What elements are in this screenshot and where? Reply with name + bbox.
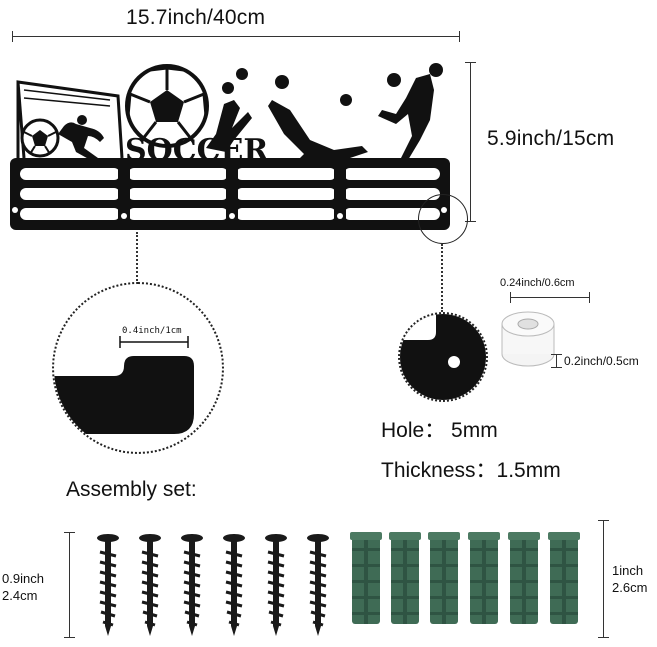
screw-2 [137,532,163,638]
anchor-length-inch: 1inch [612,563,644,578]
spacer-height-dimension [551,354,562,368]
bicycle-kick-player-silhouette [206,100,252,152]
assembly-set-title: Assembly set: [66,478,197,501]
hole-spec: Hole： 5mm [381,419,498,442]
anchor-6 [548,532,580,624]
height-dimension-line [465,62,476,222]
anchor-3 [428,532,460,624]
screw-5 [263,532,289,638]
spacer-width-dimension [510,292,590,303]
screw-length-dimension [64,532,75,638]
width-dimension-line [12,31,460,42]
small-ball-icon [20,118,60,158]
screw-length-label: 0.9inch 2.4cm [2,570,44,604]
hole-detail [400,314,486,400]
screw-length-cm: 2.4cm [2,588,38,603]
anchor-4 [468,532,500,624]
hanger-gap-zoom-circle: 0.4inch/1cm [52,282,224,454]
screw-1 [95,532,121,638]
hanger-gap-detail [54,336,194,434]
anchor-5 [508,532,540,624]
spacer-ring [501,311,555,367]
large-ball-icon [125,64,209,148]
kicking-player-silhouette [378,74,434,160]
anchor-1 [350,532,382,624]
anchor-length-cm: 2.6cm [612,580,648,595]
right-callout-connector [441,244,443,312]
hanger-gap-label: 0.4inch/1cm [122,326,182,336]
diving-player-silhouette [268,100,368,170]
left-callout-connector [136,232,138,284]
width-label: 15.7inch/40cm [126,6,266,29]
screw-row [95,532,331,638]
screw-length-inch: 0.9inch [2,571,44,586]
spacer-width-label: 0.24inch/0.6cm [500,277,575,289]
height-label: 5.9inch/15cm [487,127,615,150]
edge-detail-marker [418,194,468,244]
thickness-spec: Thickness：1.5mm [381,459,561,482]
screw-6 [305,532,331,638]
screw-3 [179,532,205,638]
anchor-row [350,532,580,624]
hanger-rail-body [10,158,450,230]
screw-4 [221,532,247,638]
anchor-length-label: 1inch 2.6cm [612,562,647,596]
medal-hanger-rack: SOCCER [10,63,450,230]
spacer-height-label: 0.2inch/0.5cm [564,354,639,368]
anchor-2 [389,532,421,624]
goalkeeper-silhouette [58,122,104,162]
hole-zoom-circle [398,312,488,402]
anchor-length-dimension [598,520,609,638]
